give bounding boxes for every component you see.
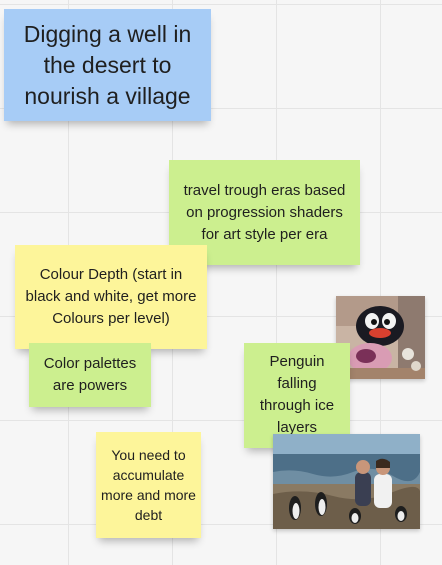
sticky-note-palettes-text: Color palettes are powers: [43, 355, 137, 394]
pingu-image[interactable]: [336, 296, 425, 379]
sticky-note-debt[interactable]: You need to accumulate more and more deb…: [96, 432, 201, 538]
beach-penguins-image-art: [273, 434, 420, 529]
sticky-note-title[interactable]: Digging a well in the desert to nourish …: [4, 9, 211, 121]
sticky-note-palettes[interactable]: Color palettes are powers: [29, 343, 151, 407]
sticky-note-penguin-text: Penguin falling through ice layers: [259, 353, 335, 436]
sticky-note-debt-text: You need to accumulate more and more deb…: [101, 447, 196, 523]
beach-penguins-image[interactable]: [273, 434, 420, 529]
pingu-image-art: [336, 296, 425, 379]
sticky-note-eras-text: travel trough eras based on progression …: [183, 181, 346, 243]
sticky-note-colour-depth[interactable]: Colour Depth (start in black and white, …: [15, 245, 207, 349]
sticky-note-title-text: Digging a well in the desert to nourish …: [23, 20, 192, 109]
sticky-note-penguin[interactable]: Penguin falling through ice layers: [244, 343, 350, 448]
sticky-note-colour-depth-text: Colour Depth (start in black and white, …: [25, 266, 197, 327]
